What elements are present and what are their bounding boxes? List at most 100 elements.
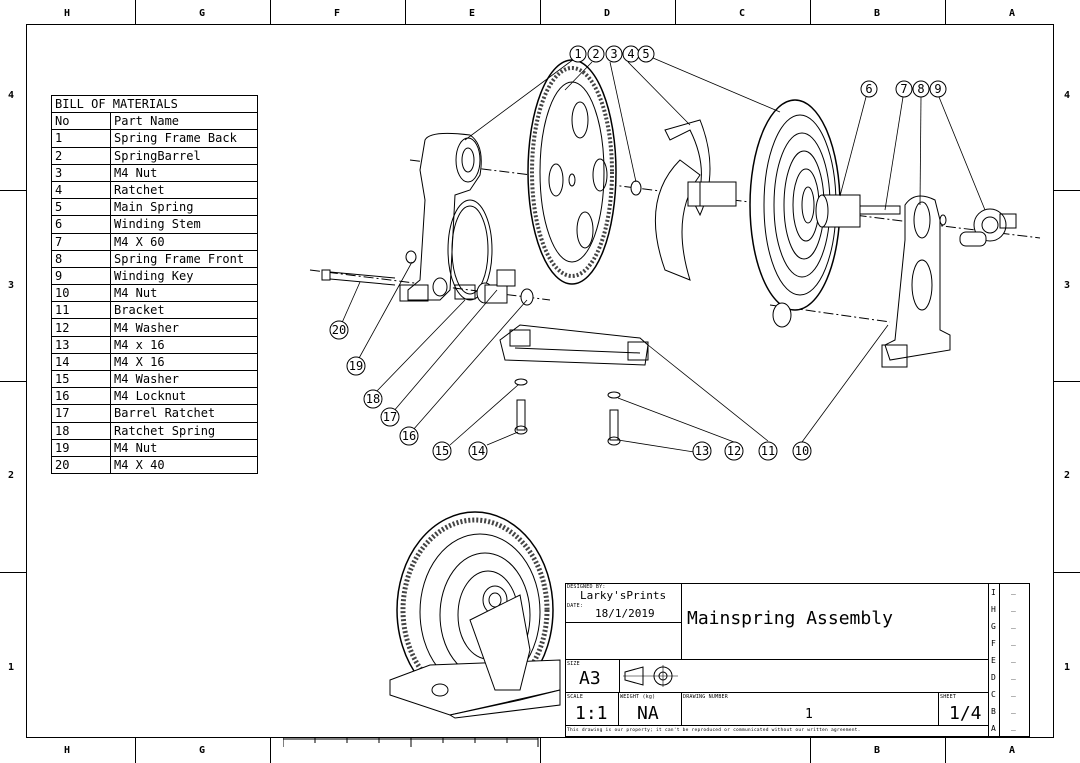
zone-tick xyxy=(270,0,271,24)
zone-tick xyxy=(0,381,26,382)
balloon-label: 18 xyxy=(366,392,380,406)
revision-letter: H xyxy=(991,605,996,614)
zone-tick xyxy=(135,0,136,24)
revision-value: _ xyxy=(1011,654,1016,663)
zone-letter-top: E xyxy=(469,8,476,19)
zone-tick xyxy=(810,738,811,763)
bom-cell-name: Bracket xyxy=(110,301,258,320)
zone-tick xyxy=(270,738,271,763)
balloon-1: 1 xyxy=(569,45,587,63)
zone-tick xyxy=(675,0,676,24)
revision-letter: E xyxy=(991,656,996,665)
zone-letter-bottom: A xyxy=(1009,745,1016,756)
revision-value: _ xyxy=(1011,705,1016,714)
assembled-isometric-view xyxy=(389,511,561,719)
designed-by-value: Larky'sPrints xyxy=(580,589,667,602)
spring-frame-front-shape xyxy=(881,195,951,368)
balloon-label: 17 xyxy=(383,410,397,424)
zone-number-right: 4 xyxy=(1064,90,1071,101)
balloon-19: 19 xyxy=(346,356,366,376)
bom-title: BILL OF MATERIALS xyxy=(51,94,258,114)
balloon-label: 14 xyxy=(471,444,485,458)
revision-value: _ xyxy=(1011,637,1016,646)
zone-tick xyxy=(135,738,136,763)
zone-tick xyxy=(1054,381,1080,382)
balloon-label: 1 xyxy=(574,47,581,61)
balloon-7: 7 xyxy=(895,80,913,98)
bom-cell-no: 20 xyxy=(51,455,111,475)
revision-value: _ xyxy=(1011,603,1016,612)
balloon-label: 10 xyxy=(795,444,809,458)
first-angle-projection-icon xyxy=(623,665,678,687)
zone-letter-bottom: H xyxy=(64,745,71,756)
balloon-11: 11 xyxy=(758,441,778,461)
size-value: A3 xyxy=(579,668,601,689)
zone-tick xyxy=(1054,572,1080,573)
scale-value: 1:1 xyxy=(575,703,608,724)
bom-cell-name: Winding Stem xyxy=(110,215,258,234)
zone-letter-bottom: G xyxy=(199,745,206,756)
disclaimer-text: This drawing is our property; it can't b… xyxy=(567,728,861,733)
blank-cell xyxy=(565,622,682,660)
bracket-shape xyxy=(499,324,649,366)
revision-value: _ xyxy=(1011,722,1016,731)
zone-tick xyxy=(810,0,811,24)
bom-cell-no: 16 xyxy=(51,387,111,406)
bom-cell-name: Winding Key xyxy=(110,266,258,286)
weight-value: NA xyxy=(637,703,659,724)
balloon-5: 5 xyxy=(637,45,655,63)
zone-tick xyxy=(945,0,946,24)
balloon-label: 6 xyxy=(865,82,872,96)
winding-stem-shape xyxy=(815,194,901,228)
zone-number-right: 1 xyxy=(1064,662,1071,673)
zone-letter-top: A xyxy=(1009,8,1016,19)
title-block: DESIGNED BY: Larky'sPrints DATE: 18/1/20… xyxy=(565,583,1030,737)
zone-letter-top: C xyxy=(739,8,746,19)
zone-tick xyxy=(0,190,26,191)
bom-cell-no: 19 xyxy=(51,438,111,457)
drawing-title: Mainspring Assembly xyxy=(687,608,893,629)
balloon-18: 18 xyxy=(363,389,383,409)
bom-title-row: BILL OF MATERIALS xyxy=(51,94,258,114)
sheet-label: SHEET xyxy=(940,694,957,700)
balloon-17: 17 xyxy=(380,407,400,427)
spring-frame-back-shape xyxy=(399,132,493,302)
balloon-16: 16 xyxy=(399,426,419,446)
zone-tick xyxy=(540,738,541,763)
zone-letter-top: D xyxy=(604,8,611,19)
balloon-12: 12 xyxy=(724,441,744,461)
balloon-20: 20 xyxy=(329,320,349,340)
balloon-2: 2 xyxy=(587,45,605,63)
bom-cell-name: Spring Frame Front xyxy=(110,249,258,268)
scale-label: SCALE xyxy=(567,694,584,700)
zone-tick xyxy=(540,0,541,24)
center-axis-line xyxy=(309,269,551,301)
date-value: 18/1/2019 xyxy=(595,607,655,620)
balloon-label: 13 xyxy=(695,444,709,458)
zone-number-right: 3 xyxy=(1064,280,1071,291)
zone-letter-top: F xyxy=(334,8,341,19)
balloon-9: 9 xyxy=(929,80,947,98)
designed-by-label: DESIGNED BY: xyxy=(567,584,606,590)
bom-header-row: No Part Name xyxy=(51,112,258,131)
revision-letter-column xyxy=(988,583,1000,737)
zone-number-left: 3 xyxy=(8,280,15,291)
balloon-label: 16 xyxy=(402,429,416,443)
drawing-border xyxy=(26,24,1054,738)
zone-tick xyxy=(1054,190,1080,191)
zone-tick xyxy=(945,738,946,763)
